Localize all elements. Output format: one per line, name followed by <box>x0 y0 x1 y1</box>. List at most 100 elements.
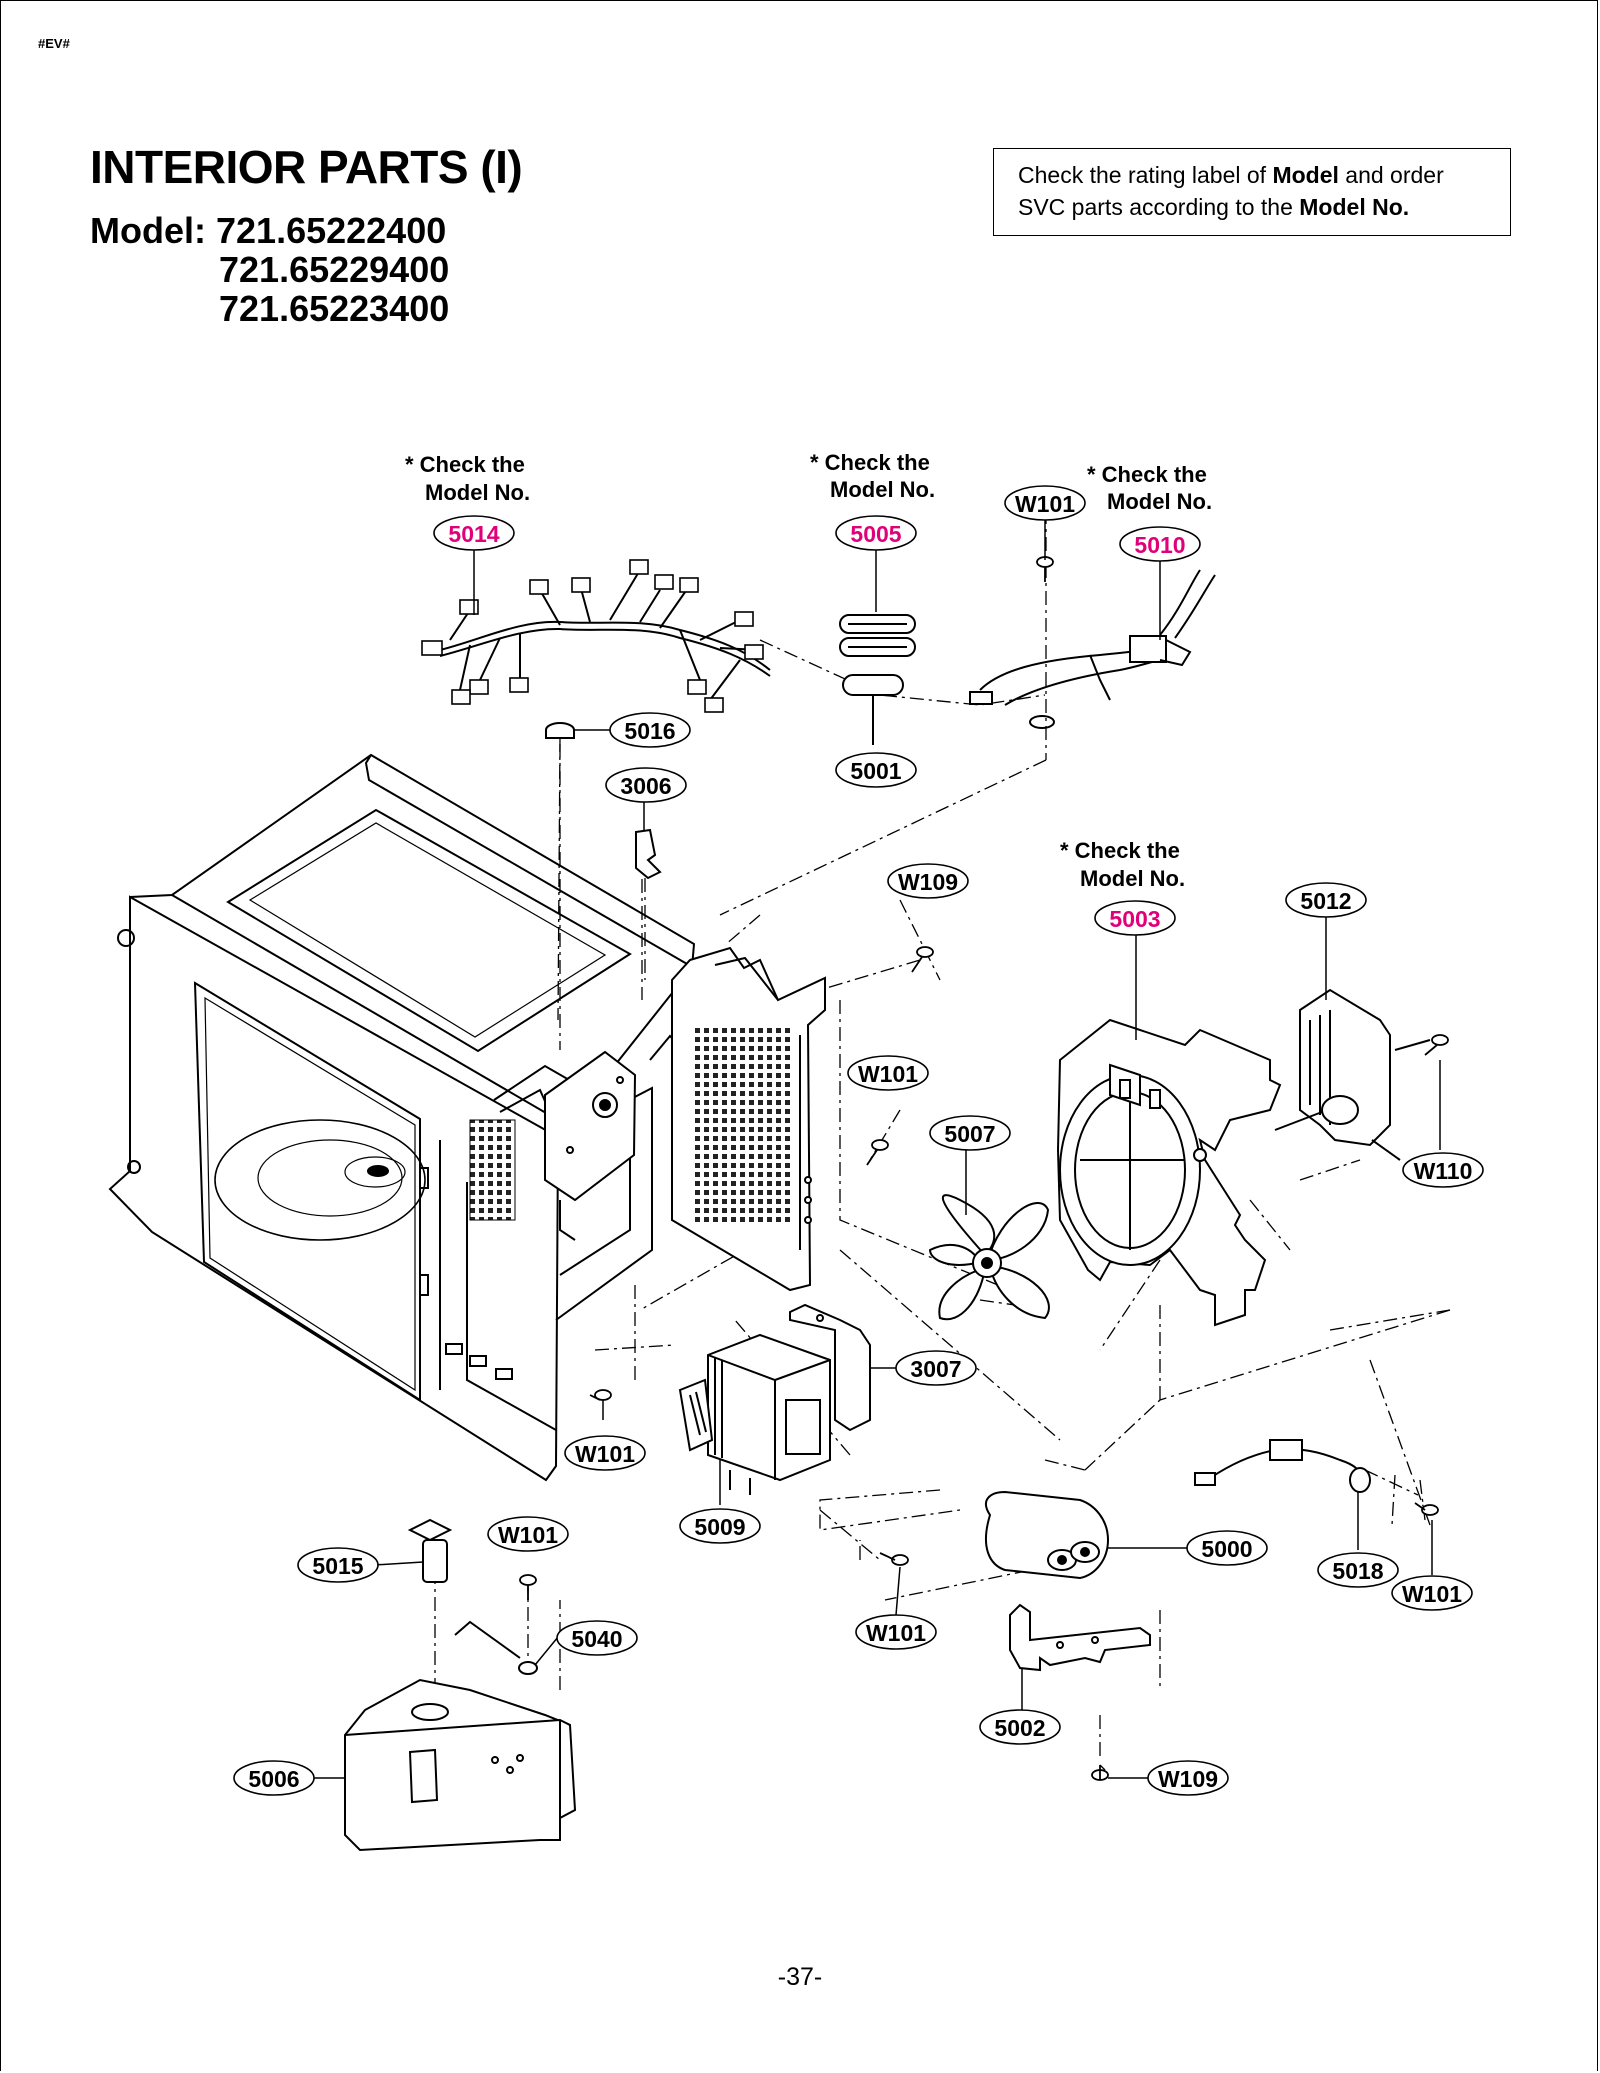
callout-5001: 5001 <box>835 752 917 788</box>
callout-5015: 5015 <box>297 1547 379 1583</box>
fan-blade-5007 <box>928 1194 1050 1321</box>
callout-5002: 5002 <box>979 1709 1061 1745</box>
spring-5040 <box>454 1620 538 1675</box>
check-note-5005-line2: Model No. <box>830 477 935 502</box>
capacitor-5000 <box>985 1490 1110 1580</box>
check-note-5005-line1: * Check the <box>810 450 930 475</box>
check-model-notes: * Check the Model No. * Check the Model … <box>405 450 1212 891</box>
check-note-5014-line1: * Check the <box>405 452 525 477</box>
svg-text:W109: W109 <box>1158 1766 1218 1792</box>
check-note-5010-line1: * Check the <box>1087 462 1207 487</box>
svg-text:W101: W101 <box>858 1061 918 1087</box>
callout-5003: 5003 <box>1094 900 1176 936</box>
svg-text:5014: 5014 <box>448 521 499 547</box>
fuse-holder-5010 <box>969 569 1216 729</box>
motor-bracket <box>544 1050 637 1241</box>
note-line-1: Check the rating label of Model and orde… <box>1018 162 1444 188</box>
svg-text:W101: W101 <box>866 1620 926 1646</box>
callout-w101-right: W101 <box>1391 1575 1473 1611</box>
fuse-5001 <box>842 674 904 745</box>
wire-harness-5014 <box>421 559 771 713</box>
lead-wire-5018 <box>1194 1439 1371 1493</box>
svg-text:W101: W101 <box>1015 491 1075 517</box>
callout-w101-top: W101 <box>1004 485 1086 521</box>
model-note-box: Check the rating label of Model and orde… <box>993 148 1511 236</box>
check-note-5003-line2: Model No. <box>1080 866 1185 891</box>
check-note-5014-line2: Model No. <box>425 480 530 505</box>
model-line-1: Model: 721.65222400 <box>90 210 446 252</box>
bracket-3007 <box>789 1303 871 1432</box>
callout-5000: 5000 <box>1186 1530 1268 1566</box>
note-line-2: SVC parts according to the Model No. <box>1018 194 1410 220</box>
callout-w110: W110 <box>1402 1152 1484 1188</box>
svg-text:5016: 5016 <box>624 718 675 744</box>
svg-text:3007: 3007 <box>910 1356 961 1382</box>
svg-text:5010: 5010 <box>1134 532 1185 558</box>
switch-3006 <box>635 828 662 980</box>
svg-text:5006: 5006 <box>248 1766 299 1792</box>
svg-text:5000: 5000 <box>1201 1536 1252 1562</box>
callouts: 5014 5005 W101 5010 5016 3006 5001 W109 … <box>233 485 1484 1796</box>
callout-5018: 5018 <box>1317 1552 1399 1588</box>
callout-5006: 5006 <box>233 1760 315 1796</box>
model-line-3: 721.65223400 <box>219 288 449 330</box>
leader-lines <box>312 520 1441 1779</box>
svg-text:5002: 5002 <box>994 1715 1045 1741</box>
check-note-5003-line1: * Check the <box>1060 838 1180 863</box>
svg-text:5012: 5012 <box>1300 888 1351 914</box>
screw-w101-left <box>589 1389 612 1401</box>
side-grille-panel <box>671 946 826 1292</box>
svg-text:5009: 5009 <box>694 1514 745 1540</box>
fan-motor-5012 <box>1274 988 1431 1161</box>
svg-text:W110: W110 <box>1414 1158 1473 1184</box>
callout-w101-magnetron: W101 <box>855 1614 937 1650</box>
svg-text:5015: 5015 <box>312 1553 363 1579</box>
callout-5012: 5012 <box>1285 882 1367 918</box>
cavity-assembly <box>108 753 696 1482</box>
callout-3006: 3006 <box>605 767 687 803</box>
svg-text:3006: 3006 <box>620 773 671 799</box>
screws <box>519 556 1449 1781</box>
callout-w101-lower: W101 <box>487 1516 569 1552</box>
screw-w101-top <box>1036 556 1054 582</box>
bracket-5002 <box>1009 1603 1151 1672</box>
callout-w109-upper: W109 <box>887 863 969 899</box>
fan-duct-5003 <box>1056 1018 1282 1327</box>
svg-text:5018: 5018 <box>1332 1558 1383 1584</box>
callout-5010: 5010 <box>1119 526 1201 562</box>
ferrite-cores-5005 <box>839 614 916 657</box>
svg-text:5005: 5005 <box>850 521 901 547</box>
svg-text:W101: W101 <box>498 1522 558 1548</box>
callout-5040: 5040 <box>556 1620 638 1656</box>
screw-w109-lower <box>1091 1765 1109 1781</box>
screw-w110 <box>1424 1034 1449 1056</box>
svg-text:W101: W101 <box>1402 1581 1462 1607</box>
page-title: INTERIOR PARTS (I) <box>90 141 523 193</box>
svg-text:5007: 5007 <box>944 1121 995 1147</box>
screw-w101-mid <box>866 1139 889 1166</box>
svg-text:W109: W109 <box>898 869 958 895</box>
callout-3007: 3007 <box>895 1350 977 1386</box>
model-number: 721.65229400 <box>219 249 450 290</box>
callout-5014: 5014 <box>433 515 515 551</box>
callout-w101-left: W101 <box>564 1435 646 1471</box>
magnetron-5009 <box>678 1333 831 1495</box>
motor-5015 <box>407 1518 453 1583</box>
check-note-5010-line2: Model No. <box>1107 489 1212 514</box>
callout-5005: 5005 <box>835 515 917 551</box>
callout-5009: 5009 <box>679 1508 761 1544</box>
document-tag: #EV# <box>38 36 70 51</box>
model-prefix: Model: <box>90 210 206 251</box>
callout-w101-mid: W101 <box>847 1055 929 1091</box>
screw-w101-right <box>1414 1502 1439 1516</box>
callout-5016: 5016 <box>609 712 691 748</box>
svg-text:5003: 5003 <box>1109 906 1160 932</box>
svg-text:5001: 5001 <box>850 758 901 784</box>
callout-5007: 5007 <box>929 1115 1011 1151</box>
model-number: 721.65222400 <box>216 210 447 251</box>
svg-text:W101: W101 <box>575 1441 635 1467</box>
page-number: -37- <box>777 1963 823 1991</box>
assembly-5006 <box>344 1678 577 1852</box>
